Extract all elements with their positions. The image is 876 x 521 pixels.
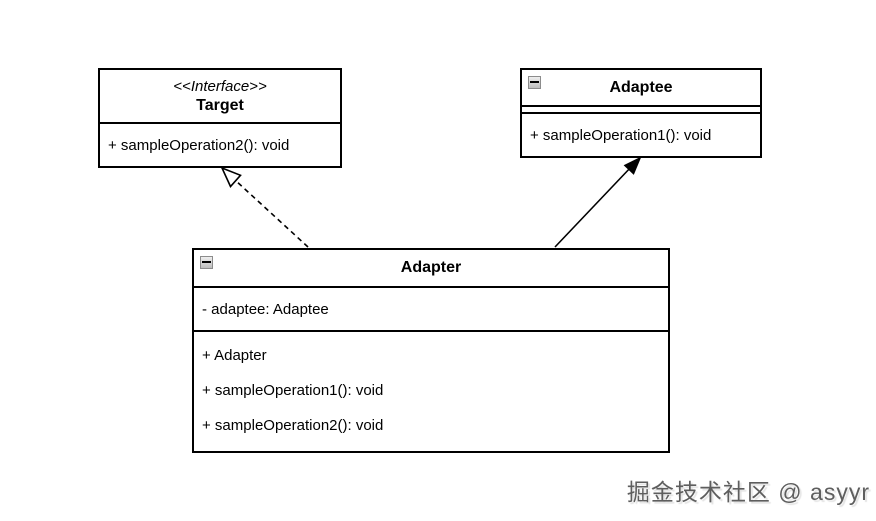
association-arrow-adapter-to-adaptee bbox=[554, 156, 642, 248]
class-adaptee-methods: + sampleOperation1(): void bbox=[522, 114, 760, 156]
attribute-item: - adaptee: Adaptee bbox=[202, 300, 329, 318]
watermark-text: 掘金技术社区 @ asyyr bbox=[626, 479, 870, 505]
method-item: + sampleOperation1(): void bbox=[530, 126, 712, 144]
class-adapter-methods: + Adapter + sampleOperation1(): void + s… bbox=[194, 332, 668, 449]
class-box-adapter: Adapter - adaptee: Adaptee + Adapter + s… bbox=[192, 248, 670, 453]
method-item: + sampleOperation2(): void bbox=[202, 417, 384, 434]
class-target-name: Target bbox=[196, 96, 244, 114]
class-target-stereotype: <<Interface>> bbox=[173, 77, 267, 95]
class-adaptee-title: Adaptee bbox=[522, 70, 760, 107]
collapse-minus-icon[interactable] bbox=[200, 256, 213, 269]
class-adapter-title: Adapter bbox=[194, 250, 668, 288]
class-target-title: <<Interface>> Target bbox=[100, 70, 340, 124]
realization-arrow-adapter-to-target bbox=[220, 166, 309, 248]
class-adapter-name: Adapter bbox=[400, 259, 462, 276]
method-item: + sampleOperation2(): void bbox=[108, 136, 290, 154]
class-adapter-attributes: - adaptee: Adaptee bbox=[194, 288, 668, 332]
method-item: + Adapter bbox=[202, 347, 267, 364]
collapse-minus-icon[interactable] bbox=[528, 76, 541, 89]
class-target-methods: + sampleOperation2(): void bbox=[100, 124, 340, 166]
class-box-target: <<Interface>> Target + sampleOperation2(… bbox=[98, 68, 342, 168]
class-adaptee-empty-attributes bbox=[522, 107, 760, 114]
method-item: + sampleOperation1(): void bbox=[202, 382, 384, 399]
class-box-adaptee: Adaptee + sampleOperation1(): void bbox=[520, 68, 762, 158]
class-adaptee-name: Adaptee bbox=[609, 78, 673, 96]
